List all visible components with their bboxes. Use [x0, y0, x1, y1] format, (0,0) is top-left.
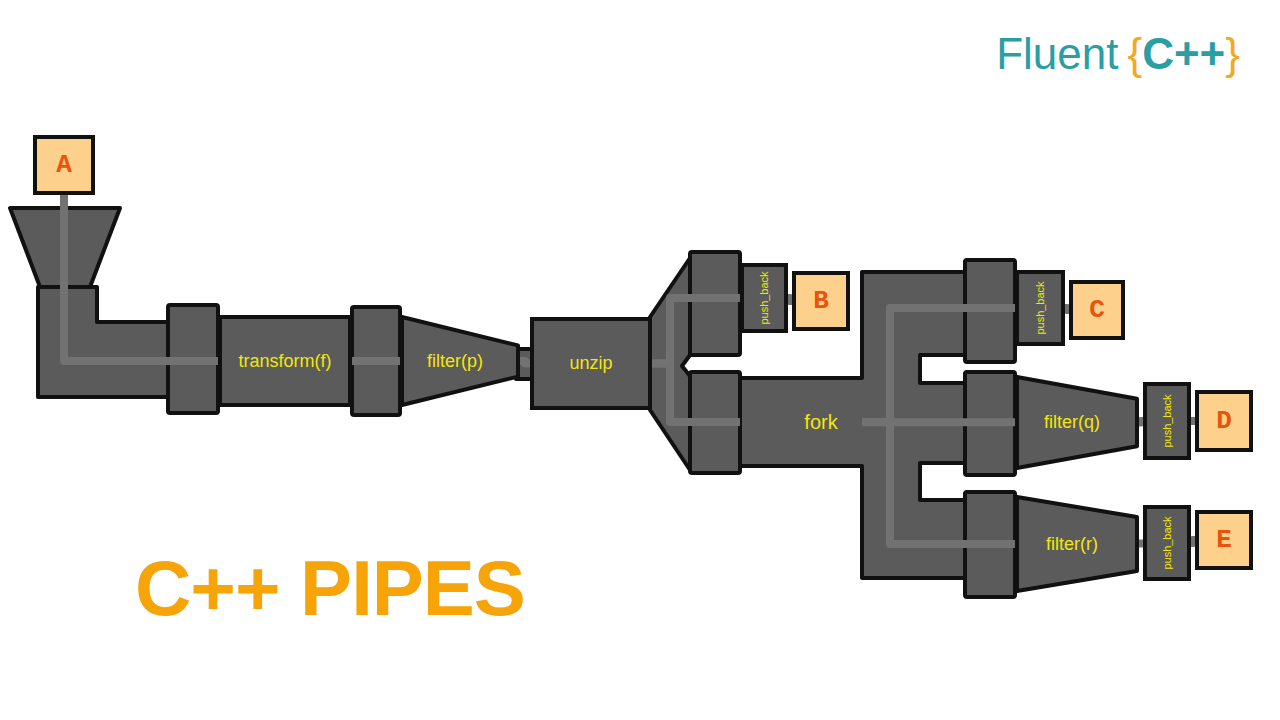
pipe-flow	[520, 361, 530, 364]
fork-junction: fork	[740, 378, 862, 466]
push-back-adapter: push_back	[1015, 270, 1065, 346]
logo-text: Fluent	[996, 30, 1118, 78]
filter-label: filter(r)	[1046, 534, 1098, 555]
push-back-label: push_back	[758, 271, 770, 324]
pipe-flow	[652, 298, 740, 364]
push-back-adapter: push_back	[1143, 505, 1191, 581]
filter-pipe: filter(p)	[400, 315, 520, 407]
pipe-label: unzip	[569, 353, 612, 374]
push-back-adapter: push_back	[1143, 382, 1191, 460]
container-letter: D	[1216, 408, 1232, 434]
pipe-segment: unzip	[530, 317, 652, 410]
filter-cone-outline	[1017, 497, 1137, 591]
filter-cone-outline	[1017, 377, 1137, 468]
brand-logo: Fluent{C++}	[996, 30, 1240, 78]
filter-label: filter(p)	[427, 351, 483, 372]
pipe-label: transform(f)	[238, 351, 331, 372]
pipe-flange	[352, 307, 400, 415]
container-box: E	[1195, 510, 1253, 570]
push-back-adapter: push_back	[740, 263, 788, 333]
container-box: A	[33, 135, 95, 195]
filter-pipe: filter(q)	[1015, 375, 1139, 470]
push-back-label: push_back	[1161, 394, 1173, 447]
container-letter: A	[56, 152, 72, 178]
filter-pipe: filter(r)	[1015, 495, 1139, 593]
pipe-flow	[862, 422, 1015, 544]
fork-label: fork	[804, 411, 837, 434]
container-letter: C	[1089, 297, 1105, 323]
pipe-segment: transform(f)	[218, 315, 352, 407]
container-box: C	[1069, 280, 1125, 340]
pipe-flange	[690, 252, 740, 355]
elbow-pipe	[38, 287, 168, 397]
pipe-flow	[652, 364, 740, 423]
pipe-flow	[862, 308, 1015, 422]
container-box: D	[1195, 390, 1253, 452]
push-back-label: push_back	[1161, 516, 1173, 569]
logo-text: {	[1127, 30, 1142, 78]
logo-text: }	[1225, 30, 1240, 78]
container-letter: B	[813, 288, 829, 314]
container-box: B	[792, 271, 850, 331]
pipe-flow	[352, 357, 400, 365]
banner-title: C++ PIPES	[135, 546, 525, 632]
pipe-flow	[64, 195, 218, 361]
logo-text: C++	[1142, 30, 1225, 78]
filter-cone-outline	[402, 317, 518, 405]
container-letter: E	[1216, 527, 1232, 553]
filter-label: filter(q)	[1044, 412, 1100, 433]
push-back-label: push_back	[1034, 281, 1046, 334]
